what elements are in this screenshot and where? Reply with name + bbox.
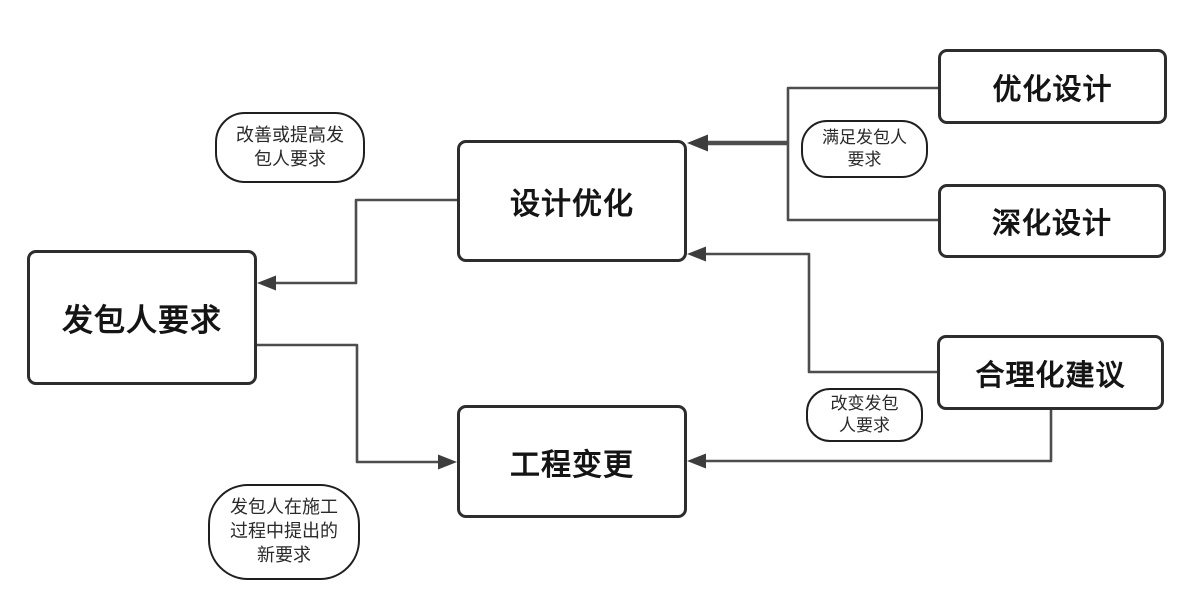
oval-improve-requirements: 改善或提高发 包人要求 (215, 112, 365, 183)
arrowhead-icon (687, 453, 706, 469)
box-engineering-change-label: 工程变更 (510, 448, 634, 482)
box-employer-requirements: 发包人要求 (27, 250, 257, 385)
oval-new-requirements-label: 发包人在施工 过程中提出的 新要求 (230, 497, 338, 565)
box-deepened-design-label: 深化设计 (991, 208, 1112, 240)
box-optimized-design: 优化设计 (938, 49, 1167, 124)
connector-employer-to-eng-change (257, 343, 440, 464)
box-design-optimization: 设计优化 (457, 140, 687, 262)
box-employer-requirements-label: 发包人要求 (62, 303, 222, 338)
connector-bracket-right-designs (786, 86, 938, 222)
arrowhead-icon (257, 275, 276, 291)
box-rationalization-proposal-label: 合理化建议 (975, 359, 1126, 392)
oval-change-requirements: 改变发包 人要求 (806, 388, 923, 442)
connector-design-opt-to-employer (274, 198, 457, 285)
arrowhead-icon (438, 454, 457, 470)
box-deepened-design: 深化设计 (938, 184, 1166, 258)
oval-change-requirements-label: 改变发包 人要求 (830, 393, 899, 435)
oval-new-requirements: 发包人在施工 过程中提出的 新要求 (208, 484, 360, 580)
oval-meet-requirements-label: 满足发包人 要求 (822, 127, 907, 169)
box-optimized-design-label: 优化设计 (992, 73, 1113, 106)
box-design-optimization-label: 设计优化 (510, 188, 634, 221)
oval-improve-requirements-label: 改善或提高发 包人要求 (236, 124, 344, 169)
oval-meet-requirements: 满足发包人 要求 (801, 120, 928, 178)
connector-rational-to-eng-change (704, 410, 1053, 463)
box-rationalization-proposal: 合理化建议 (937, 335, 1164, 410)
arrowhead-icon (687, 246, 706, 262)
arrowhead-icon (687, 134, 708, 152)
box-engineering-change: 工程变更 (457, 405, 687, 518)
connector-rational-to-design-opt (704, 252, 937, 374)
